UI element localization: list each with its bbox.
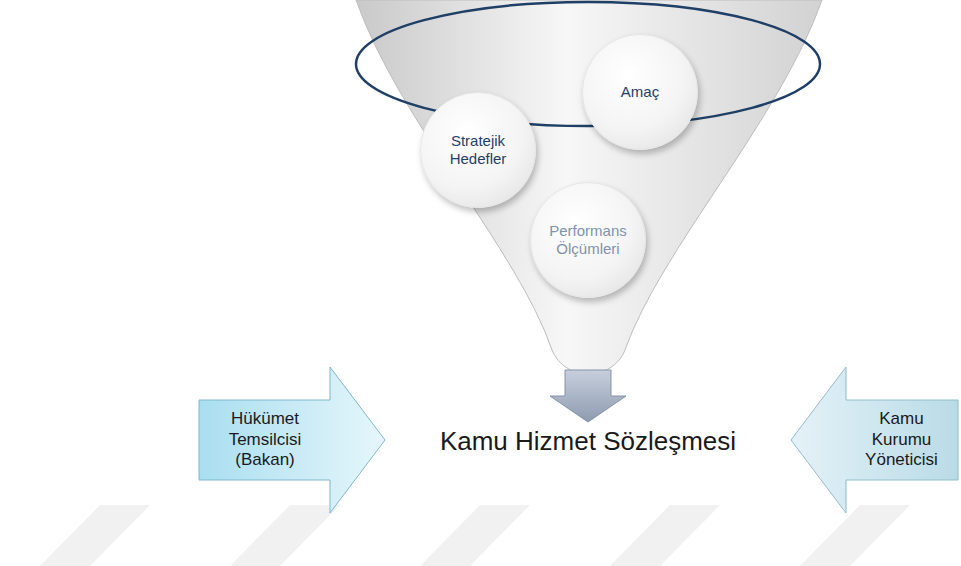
contract-label: Kamu Hizmet Sözleşmesi [440, 426, 736, 457]
arrow-text: Kamu Kurumu Yöneticisi [850, 409, 953, 470]
goal-circle: Performans Ölçümleri [530, 182, 646, 298]
arrow-text: Hükümet Temsilcisi (Bakan) [204, 409, 326, 470]
funnel-body [356, 0, 822, 374]
arrow-outline [791, 367, 958, 513]
goal-circle: Stratejik Hedefler [420, 92, 536, 208]
goal-circle: Amaç [582, 34, 698, 150]
circle-text: Amaç [621, 83, 659, 101]
party-arrow: Kamu Kurumu Yöneticisi [790, 366, 959, 514]
party-arrow: Hükümet Temsilcisi (Bakan) [198, 366, 386, 514]
watermark-stripes [40, 505, 910, 566]
circle-text: Stratejik Hedefler [435, 132, 521, 168]
down-arrow [550, 370, 626, 422]
circle-text: Performans Ölçümleri [545, 222, 631, 258]
arrow-outline [199, 367, 385, 513]
